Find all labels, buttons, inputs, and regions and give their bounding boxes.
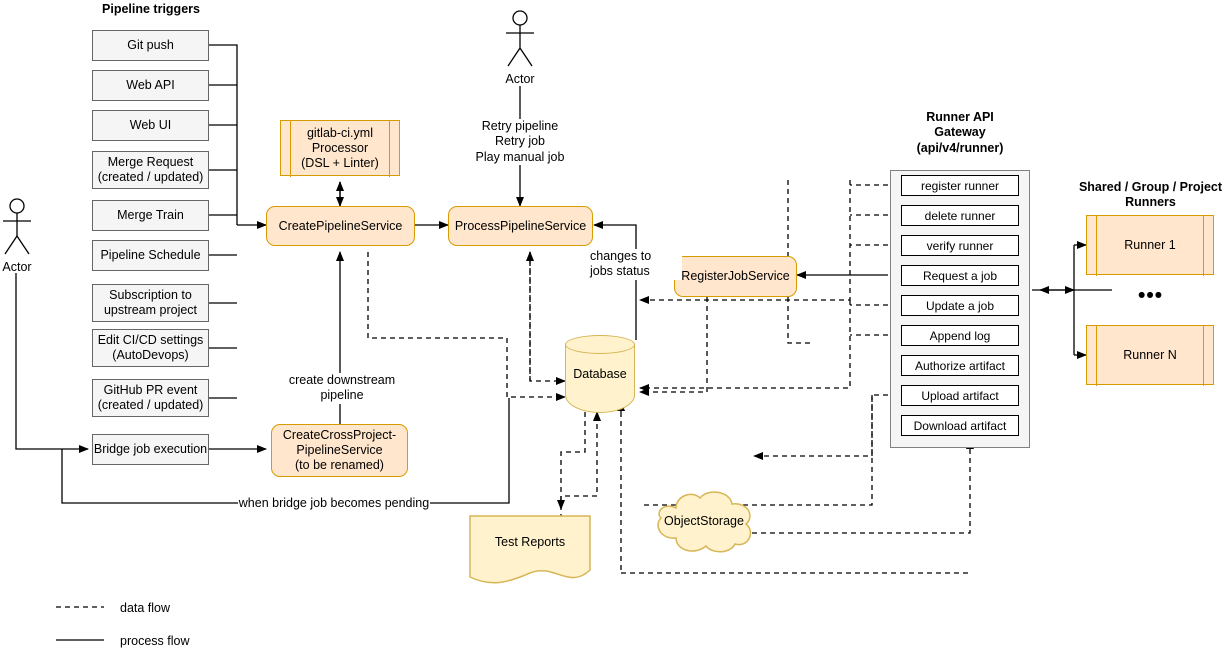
database-top (565, 335, 635, 354)
test-reports-label: Test Reports (494, 534, 566, 549)
pipeline-triggers-heading: Pipeline triggers (102, 2, 200, 16)
trigger-github-pr-event[interactable]: GitHub PR event (created / updated) (92, 379, 209, 417)
trigger-merge-train[interactable]: Merge Train (92, 200, 209, 231)
api-authorize-artifact[interactable]: Authorize artifact (901, 355, 1019, 376)
legend-process-flow-label: process flow (120, 634, 190, 648)
api-upload-artifact[interactable]: Upload artifact (901, 385, 1019, 406)
service-create-pipeline[interactable]: CreatePipelineService (266, 206, 415, 246)
trigger-git-push[interactable]: Git push (92, 30, 209, 61)
api-register-runner[interactable]: register runner (901, 175, 1019, 196)
api-download-artifact[interactable]: Download artifact (901, 415, 1019, 436)
datastore-object-storage[interactable]: ObjectStorage (650, 488, 758, 554)
legend-data-flow-swatch (56, 606, 104, 608)
service-create-cross-project-pipeline[interactable]: CreateCrossProject- PipelineService (to … (271, 424, 408, 477)
actor-left-icon (3, 198, 31, 255)
actor-top-label: Actor (503, 72, 537, 86)
edge-label-jobs-status: changes to jobs status (590, 249, 682, 280)
service-register-job[interactable]: RegisterJobService (674, 256, 797, 297)
api-request-a-job[interactable]: Request a job (901, 265, 1019, 286)
actor-left-label: Actor (2, 260, 32, 274)
gateway-heading: Runner API Gateway (api/v4/runner) (916, 110, 1004, 155)
trigger-bridge-job-execution[interactable]: Bridge job execution (92, 434, 209, 465)
actor-top: Actor (503, 10, 537, 90)
trigger-web-api[interactable]: Web API (92, 70, 209, 101)
database-label: Database (573, 367, 627, 381)
runners-heading: Shared / Group / Project Runners (1078, 180, 1223, 210)
object-storage-label: ObjectStorage (664, 514, 744, 528)
edge-label-retry: Retry pipeline Retry job Play manual job (455, 119, 585, 165)
datastore-test-reports[interactable]: Test Reports (469, 515, 591, 585)
legend-process-flow-swatch (56, 639, 104, 641)
runner-n[interactable]: Runner N (1086, 324, 1214, 386)
api-append-log[interactable]: Append log (901, 325, 1019, 346)
actor-left: Actor (0, 198, 34, 276)
legend-data-flow-label: data flow (120, 601, 171, 615)
trigger-web-ui[interactable]: Web UI (92, 110, 209, 141)
edge-label-create-downstream: create downstream pipeline (278, 373, 406, 404)
actor-top-icon (506, 10, 534, 67)
test-reports-shape (469, 515, 591, 584)
trigger-pipeline-schedule[interactable]: Pipeline Schedule (92, 240, 209, 271)
trigger-subscription-upstream[interactable]: Subscription to upstream project (92, 284, 209, 322)
api-delete-runner[interactable]: delete runner (901, 205, 1019, 226)
datastore-database[interactable]: Database (565, 335, 635, 413)
service-process-pipeline[interactable]: ProcessPipelineService (448, 206, 593, 246)
component-gitlab-ci-yml-processor[interactable]: gitlab-ci.yml Processor (DSL + Linter) (280, 119, 400, 177)
runner-1[interactable]: Runner 1 (1086, 214, 1214, 276)
trigger-edit-cicd-settings[interactable]: Edit CI/CD settings (AutoDevops) (92, 329, 209, 367)
edge-label-bridge-pending: when bridge job becomes pending (238, 496, 430, 512)
api-verify-runner[interactable]: verify runner (901, 235, 1019, 256)
api-update-a-job[interactable]: Update a job (901, 295, 1019, 316)
runners-ellipsis: ••• (1138, 284, 1164, 307)
trigger-merge-request[interactable]: Merge Request (created / updated) (92, 151, 209, 189)
